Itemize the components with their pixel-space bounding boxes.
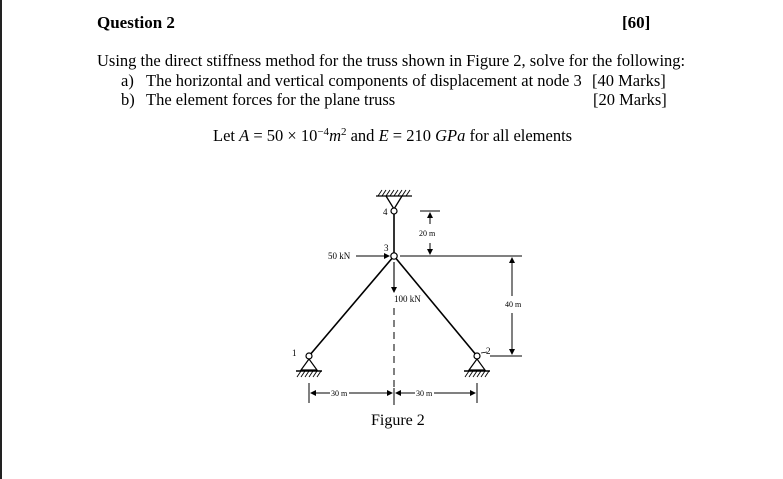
part-b: b) The element forces for the plane truss <box>121 90 395 110</box>
part-a-label: a) <box>121 71 134 90</box>
given-prefix: Let <box>213 126 240 145</box>
truss-members <box>308 214 478 357</box>
given-suffix: for all elements <box>465 126 573 145</box>
node-1-label: 1 <box>292 348 297 358</box>
question-total-marks: [60] <box>622 13 651 32</box>
area-unit-exponent: 2 <box>340 126 347 138</box>
question-title: Question 2 <box>97 13 175 32</box>
load-vertical-label: 100 kN <box>394 294 421 304</box>
dimension-40m <box>490 257 522 357</box>
left-border-line <box>0 0 2 479</box>
node-4-label: 4 <box>383 207 388 217</box>
modulus-value: = 210 <box>388 126 436 145</box>
top-support <box>376 189 412 215</box>
node-3 <box>390 252 398 260</box>
part-b-text: The element forces for the plane truss <box>146 90 396 109</box>
part-b-marks: [20 Marks] <box>593 90 667 109</box>
given-properties: Let A = 50 × 10−4m2 and E = 210 GPa for … <box>213 126 572 146</box>
dimension-right-span-label: 30 m <box>416 389 433 398</box>
dimension-20m <box>420 210 440 255</box>
load-horizontal-label: 50 kN <box>328 251 351 261</box>
area-value: = 50 × 10 <box>249 126 318 145</box>
area-exponent: −4 <box>317 126 330 138</box>
modulus-symbol: E <box>378 126 389 145</box>
node-2-label: 2 <box>486 346 491 356</box>
part-a-text: The horizontal and vertical components o… <box>146 71 582 90</box>
part-a-marks: [40 Marks] <box>592 71 666 90</box>
dimension-spans <box>308 383 478 405</box>
dimension-40m-label: 40 m <box>505 300 522 309</box>
member-2-3 <box>393 255 478 357</box>
modulus-unit: GPa <box>435 126 466 145</box>
figure-caption: Figure 2 <box>371 412 425 429</box>
member-1-3 <box>308 255 395 357</box>
left-support <box>296 352 322 378</box>
area-symbol: A <box>239 126 250 145</box>
dimension-20m-label: 20 m <box>419 229 436 238</box>
given-and: and <box>346 126 379 145</box>
question-intro: Using the direct stiffness method for th… <box>97 51 686 70</box>
right-support <box>464 352 490 378</box>
part-a: a) The horizontal and vertical components… <box>121 71 582 91</box>
dimension-left-span-label: 30 m <box>331 389 348 398</box>
part-b-label: b) <box>121 90 135 109</box>
node-3-label: 3 <box>384 243 389 253</box>
area-unit: m <box>329 126 341 145</box>
